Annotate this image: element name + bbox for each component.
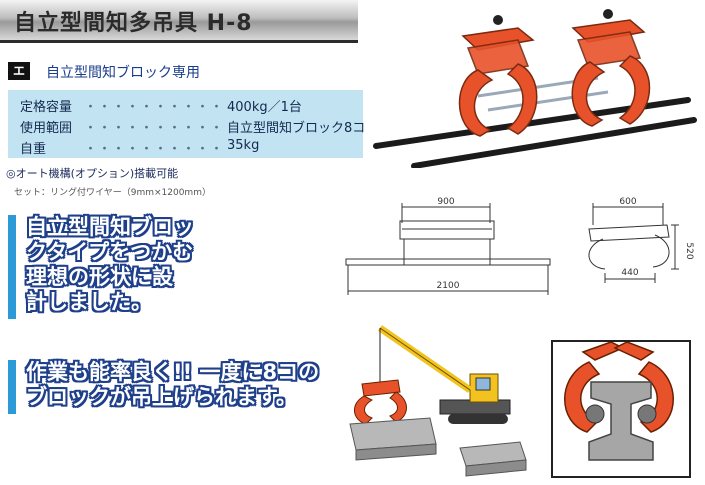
callout-line: 作業も能率良く!! 一度に8コの: [26, 360, 320, 384]
spec-leader: ・・・・・・・・・・・・・・・・・・・・・・: [84, 142, 222, 157]
callout-line: 計しました。: [26, 290, 152, 314]
spec-value: 自立型間知ブロック8コ: [227, 121, 366, 136]
spec-leader: ・・・・・・・・・・・・・・・・・・・・・・: [84, 100, 222, 115]
crane-machine: [378, 325, 511, 424]
spec-leader: ・・・・・・・・・・・・・・・・・・・・・・: [84, 121, 222, 136]
callout-line: クタイプをつかむ: [26, 240, 194, 264]
crane-lifter: [354, 379, 407, 425]
page-title: 自立型間知多吊具 H-8: [14, 11, 253, 36]
spec-label: 定格容量: [20, 100, 73, 115]
spec-table: 定格容量 ・・・・・・・・・・・・・・・・・・・・・・ 400kg／1台 使用範…: [8, 90, 366, 158]
concrete-blocks: [349, 417, 527, 477]
dim-front-length: 2100: [437, 281, 460, 291]
detail-hook: [564, 341, 674, 433]
callout-line: ブロックが吊上げられます。: [26, 385, 297, 409]
spec-label: 自重: [20, 142, 47, 157]
subtitle-icon: エ: [8, 62, 30, 80]
callout-design: 自立型間知ブロッ クタイプをつかむ 理想の形状に設 計しました。: [8, 215, 216, 319]
callout-line: 自立型間知ブロッ: [26, 215, 194, 239]
side-view-drawing: 600 520 440: [588, 197, 694, 283]
hook-detail-illustration: [564, 341, 674, 461]
title-bar: 自立型間知多吊具 H-8: [0, 0, 358, 43]
spec-value: 35kg: [227, 138, 260, 153]
subtitle: 自立型間知ブロック専用: [46, 65, 200, 81]
detail-block: [588, 381, 654, 461]
lifting-rings: [493, 9, 613, 25]
dim-side-height: 520: [684, 242, 694, 259]
spec-value: 400kg／1台: [227, 100, 302, 115]
spec-label: 使用範囲: [20, 121, 73, 136]
left-hook-frame: [458, 27, 538, 137]
crane-illustration: [349, 325, 527, 477]
set-note: セット：リング付ワイヤー（9mm×1200mm）: [14, 188, 211, 198]
dim-front-width: 900: [437, 197, 454, 207]
right-hook-frame: [571, 19, 651, 127]
detail-pins: [585, 404, 657, 424]
front-view-drawing: 900 2100: [345, 197, 551, 295]
dim-side-width: 600: [619, 197, 636, 207]
callout-line: 理想の形状に設: [26, 265, 173, 289]
option-note: ◎オート機構(オプション)搭載可能: [6, 167, 179, 180]
detail-frame: [551, 340, 691, 478]
product-illustration: [373, 9, 697, 168]
callout-efficiency: 作業も能率良く!! 一度に8コの ブロックが吊上げられます。: [8, 360, 336, 414]
dim-side-inner: 440: [621, 268, 638, 278]
